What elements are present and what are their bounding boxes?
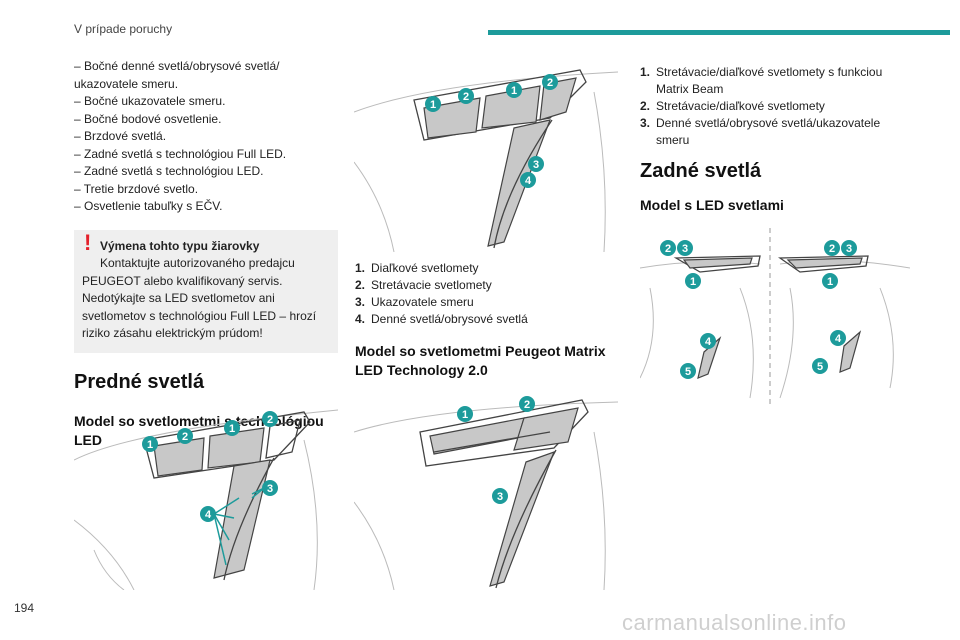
callout-badge: 3 (677, 240, 693, 256)
svg-text:2: 2 (547, 77, 553, 89)
list-item: 3.Denné svetlá/obrysové svetlá/ukazovate… (640, 116, 881, 147)
section-title: Zadné svetlá (640, 160, 762, 182)
notice-text: svetlometov s technológiou Full LED – hr… (82, 308, 317, 323)
notice-text: PEUGEOT alebo kvalifikovaný servis. (82, 273, 283, 288)
svg-text:3: 3 (533, 159, 539, 171)
svg-text:1: 1 (690, 276, 696, 288)
callout-badge: 1 (685, 273, 701, 289)
list-item: – Zadné svetlá s technológiou Full LED. (74, 146, 287, 161)
list-item: 2.Stretávacie svetlomety (355, 278, 492, 292)
svg-text:1: 1 (462, 409, 468, 421)
callout-badge: 1 (822, 273, 838, 289)
callout-badge: 2 (262, 411, 278, 427)
list-item: 3.Ukazovatele smeru (355, 295, 474, 309)
figure-rear-led-lights: 2 3 1 4 5 2 3 1 4 5 (640, 228, 910, 406)
callout-badge: 2 (519, 396, 535, 412)
subsection-title: LED (74, 431, 102, 448)
list-item: ukazovatele smeru. (74, 76, 179, 91)
notice-text: Nedotýkajte sa LED svetlometov ani (82, 291, 275, 305)
svg-text:5: 5 (685, 366, 691, 378)
callout-badge: 1 (506, 82, 522, 98)
list-item: 4.Denné svetlá/obrysové svetlá (355, 312, 528, 326)
list-item: – Bočné ukazovatele smeru. (74, 94, 226, 108)
bulb-types-list: – Bočné denné svetlá/obrysové svetlá/ uk… (74, 58, 338, 216)
list-item: – Tretie brzdové svetlo. (74, 181, 199, 196)
callout-badge: 2 (458, 88, 474, 104)
callout-badge: 1 (224, 420, 240, 436)
svg-text:2: 2 (267, 414, 273, 426)
callout-badge: 4 (520, 172, 536, 188)
subsection-led-headlights: Model so svetlometmi s technológiou LED (74, 412, 338, 450)
subsection-title: LED Technology 2.0 (355, 362, 488, 378)
callout-badge: 2 (177, 428, 193, 444)
callout-badge: 3 (841, 240, 857, 256)
subsection-title: Model so svetlometmi s technológiou (74, 412, 324, 429)
page-number: 194 (14, 601, 35, 615)
notice-text: riziko zásahu elektrickým prúdom! (82, 326, 263, 340)
svg-text:3: 3 (267, 483, 273, 495)
front-lights-legend-list: 1.Diaľkové svetlomety 2.Stretávacie svet… (355, 260, 619, 328)
list-item: – Osvetlenie tabuľky s EČV. (74, 199, 223, 213)
svg-text:1: 1 (827, 276, 833, 288)
figure-led-headlight-detail: 1 2 1 2 3 4 (354, 69, 618, 252)
list-item: 1.Stretávacie/diaľkové svetlomety s funk… (640, 65, 883, 96)
callout-badge: 3 (492, 488, 508, 504)
list-item: – Bočné bodové osvetlenie. (74, 111, 222, 126)
callout-badge: 3 (262, 480, 278, 496)
svg-text:4: 4 (835, 333, 842, 345)
callout-badge: 1 (142, 436, 158, 452)
running-header: V prípade poruchy (74, 22, 173, 36)
svg-text:3: 3 (497, 491, 503, 503)
svg-text:2: 2 (524, 399, 530, 411)
svg-text:5: 5 (817, 361, 823, 373)
callout-badge: 4 (200, 506, 216, 522)
figure-led-headlight: 1 2 1 2 3 4 (74, 409, 338, 590)
callout-badge: 5 (812, 358, 828, 374)
notice-title: Výmena tohto typu žiarovky (100, 238, 260, 253)
callout-badge: 2 (542, 74, 558, 90)
svg-text:4: 4 (525, 175, 532, 187)
callout-badge: 4 (700, 333, 716, 349)
list-item: – Zadné svetlá s technológiou LED. (74, 164, 264, 178)
list-item: 1.Diaľkové svetlomety (355, 261, 479, 275)
svg-text:2: 2 (463, 91, 469, 103)
callout-badge: 2 (660, 240, 676, 256)
warning-exclamation-icon: ! (84, 229, 92, 255)
callout-badge: 1 (457, 406, 473, 422)
header-accent-bar (488, 30, 950, 35)
svg-text:4: 4 (705, 336, 712, 348)
svg-text:1: 1 (430, 99, 436, 111)
subsection-rear-led: Model s LED svetlami (640, 196, 784, 215)
subsection-title: Model so svetlometmi Peugeot Matrix (355, 343, 606, 359)
callout-badge: 4 (830, 330, 846, 346)
section-title: Predné svetlá (74, 370, 205, 393)
warning-notice: ! Výmena tohto typu žiarovky Kontaktujte… (74, 229, 338, 353)
svg-text:3: 3 (846, 243, 852, 255)
svg-text:1: 1 (511, 85, 517, 97)
watermark: carmanualsonline.info (622, 610, 847, 635)
callout-badge: 3 (528, 156, 544, 172)
callout-badge: 1 (425, 96, 441, 112)
svg-text:1: 1 (229, 423, 235, 435)
svg-text:2: 2 (665, 243, 671, 255)
subsection-matrix-led: Model so svetlometmi Peugeot Matrix LED … (355, 342, 619, 380)
matrix-legend-list: 1.Stretávacie/diaľkové svetlomety s funk… (640, 64, 910, 149)
section-title-front-lights: Predné svetlá (74, 371, 338, 394)
subsection-title: Model s LED svetlami (640, 197, 784, 213)
list-item: – Brzdové svetlá. (74, 129, 167, 143)
left-column: – Bočné denné svetlá/obrysové svetlá/ uk… (74, 58, 338, 450)
svg-text:2: 2 (829, 243, 835, 255)
svg-text:4: 4 (205, 509, 212, 521)
callout-badge: 5 (680, 363, 696, 379)
list-item: 2.Stretávacie/diaľkové svetlomety (640, 99, 825, 113)
list-item: – Bočné denné svetlá/obrysové svetlá/ (74, 59, 280, 73)
svg-text:1: 1 (147, 439, 153, 451)
notice-text: Kontaktujte autorizovaného predajcu (100, 256, 295, 270)
figure-matrix-led-headlight: 1 2 3 (354, 396, 618, 590)
svg-text:2: 2 (182, 431, 188, 443)
section-title-rear-lights: Zadné svetlá (640, 160, 761, 183)
callout-badge: 2 (824, 240, 840, 256)
svg-text:3: 3 (682, 243, 688, 255)
